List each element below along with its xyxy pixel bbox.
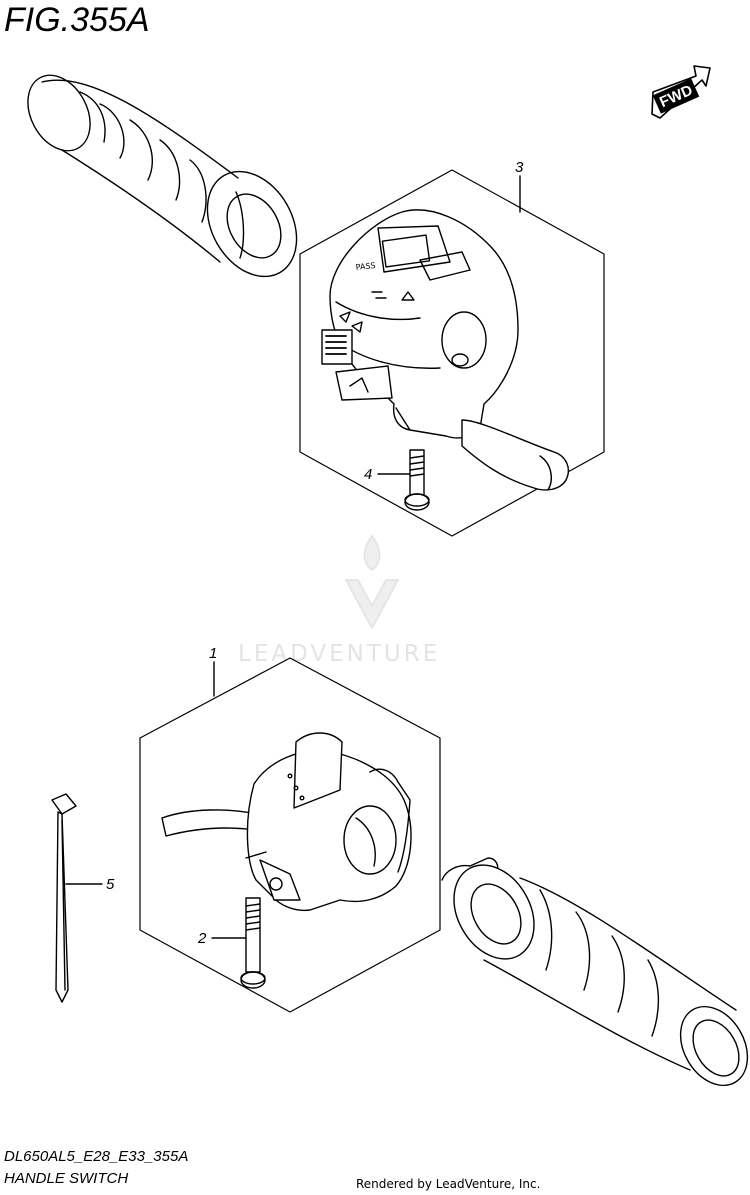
figure-title: FIG.355A [4, 1, 150, 39]
callout-number-3: 3 [515, 159, 524, 176]
callout-number-4: 4 [364, 466, 372, 483]
forward-direction-badge: FWD [651, 65, 711, 119]
callout-1: 1 [209, 645, 217, 697]
rendered-by-credit: Rendered by LeadVenture, Inc. [356, 1177, 541, 1191]
switch-assembly-right: PASS [321, 209, 570, 491]
grip-right-hand [27, 74, 298, 278]
callout-number-5: 5 [106, 876, 115, 893]
grip-left-hand [441, 857, 749, 1087]
callout-2: 2 [197, 930, 247, 947]
cable-tie [51, 793, 77, 1003]
hexagon-frame-lower [139, 657, 441, 1013]
callout-5: 5 [65, 876, 115, 893]
screw-upper [404, 449, 430, 511]
pass-label: PASS [355, 261, 376, 272]
callout-number-2: 2 [197, 930, 207, 947]
watermark-brand: LEADVENTURE [238, 641, 441, 667]
screw-lower [240, 897, 266, 989]
figure-name: HANDLE SWITCH [4, 1170, 129, 1187]
model-code: DL650AL5_E28_E33_355A [4, 1148, 189, 1165]
callout-number-1: 1 [209, 645, 217, 662]
callout-3: 3 [515, 159, 524, 213]
hexagon-frame-upper [299, 169, 605, 537]
switch-assembly-left [161, 732, 412, 912]
watermark-logo-icon [345, 535, 399, 629]
callout-4: 4 [364, 466, 411, 483]
